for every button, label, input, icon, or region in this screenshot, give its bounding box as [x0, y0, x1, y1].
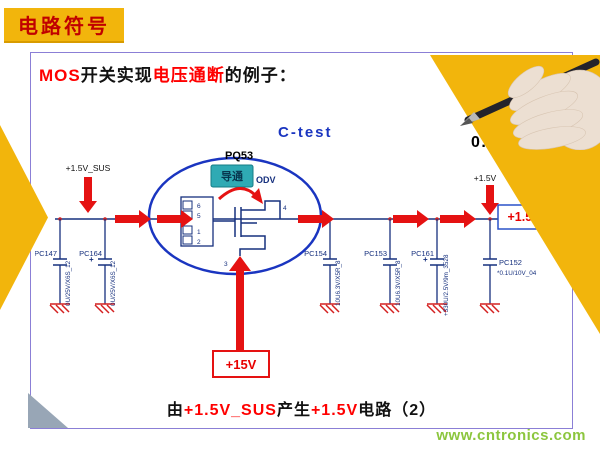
switch-curved-arrow-icon — [217, 187, 259, 201]
caption-part: 电路（2） — [358, 402, 437, 419]
output-down-arrow-icon — [481, 185, 499, 215]
capacitor-branch-pc161 — [426, 217, 447, 314]
ground-symbol-icon — [319, 303, 340, 314]
title-mid: 开关实现 — [80, 66, 153, 85]
conduction-state-label: 导通 — [221, 170, 243, 183]
switch-curved-arrowhead-icon — [251, 188, 263, 204]
watermark: www.cntronics.com — [436, 427, 586, 444]
title-highlight: 电压通断 — [152, 66, 225, 85]
input-down-arrow-icon — [79, 177, 97, 213]
slide-caption: 由+1.5V_SUS产生+1.5V电路（2） — [31, 396, 572, 420]
cap-value-pc164: 0U/25V/X6S_12 — [110, 260, 117, 306]
hand-with-pen-photo — [460, 58, 600, 150]
ground-symbol-icon — [379, 303, 400, 314]
junction-dot — [58, 217, 62, 221]
capacitor-branch-pc152 — [479, 217, 500, 314]
ground-symbol-icon — [426, 303, 447, 314]
caption-part: 产生 — [276, 402, 311, 419]
conduction-state-box — [210, 164, 254, 188]
caption-source-net: +1.5V_SUS — [183, 402, 277, 419]
mosfet-part-label: ODV — [256, 175, 276, 185]
current-arrow-icon — [298, 210, 334, 228]
cap-ref-pc153: PC153 — [364, 249, 387, 258]
cap-value-pc153: 10U6.3V/X5R_8 — [395, 260, 402, 306]
right-supply-small-label: +1.5V — [474, 173, 497, 183]
circuit-diagram: PC147 PC164 PC154 PC153 PC161 PC152 + + … — [35, 124, 551, 378]
polarity-plus-pc164: + — [89, 255, 94, 264]
title-tail: 的例子： — [224, 66, 297, 85]
pin-5-label: 5 — [197, 213, 201, 220]
capacitor-branch-pc153 — [379, 217, 400, 314]
cap-ref-pc152: PC152 — [499, 258, 522, 267]
pin-4-label: 4 — [283, 205, 287, 212]
pin-3-label: 3 — [224, 261, 228, 268]
capacitor-branch-pc164 — [94, 217, 115, 314]
gate-supply-box — [212, 350, 270, 378]
current-arrow-icon — [393, 210, 429, 228]
caption-output-net: +1.5V — [310, 402, 359, 419]
pin-6-label: 6 — [197, 203, 201, 210]
polarity-plus-pc161: + — [423, 255, 428, 264]
mosfet-ref-label: PQ53 — [225, 150, 253, 162]
banner-title: 电路符号 — [18, 16, 110, 38]
gate-up-arrow-icon — [229, 256, 251, 351]
test-point-label: C-test — [278, 124, 333, 141]
caption-part: 由 — [166, 402, 184, 419]
cap-ref-pc154: PC154 — [304, 249, 327, 258]
current-arrow-icon — [440, 210, 476, 228]
cap-value-pc161: +330U/2.5V/9m_3528 — [443, 254, 450, 316]
ground-symbol-icon — [479, 303, 500, 314]
banner: 电路符号 — [4, 8, 124, 43]
ground-symbol-icon — [49, 303, 70, 314]
capacitor-branch-pc147 — [49, 217, 70, 314]
cap-ref-pc164: PC164 — [79, 249, 102, 258]
cap-ref-pc161: PC161 — [411, 249, 434, 258]
cap-value-pc152: *0.1U/10V_04 — [497, 270, 537, 277]
hand-icon — [507, 65, 600, 150]
cap-ref-pc147: PC147 — [35, 249, 57, 258]
ground-symbol-icon — [94, 303, 115, 314]
slide-title: MOS开关实现电压通断的例子： — [39, 61, 297, 86]
pin-1-label: 1 — [197, 229, 201, 236]
gate-supply-label: +15V — [226, 357, 257, 372]
current-arrow-icon — [157, 210, 193, 228]
cap-value-pc147: 0U/25V/X6S_12 — [65, 260, 72, 306]
pin-2-label: 2 — [197, 239, 201, 246]
current-arrow-icon — [115, 210, 151, 228]
left-supply-label: +1.5V_SUS — [66, 163, 111, 173]
mosfet-symbol — [180, 196, 281, 256]
title-mos: MOS — [39, 66, 81, 85]
cap-value-pc154: 10U6.3V/X5R_8 — [335, 260, 342, 306]
